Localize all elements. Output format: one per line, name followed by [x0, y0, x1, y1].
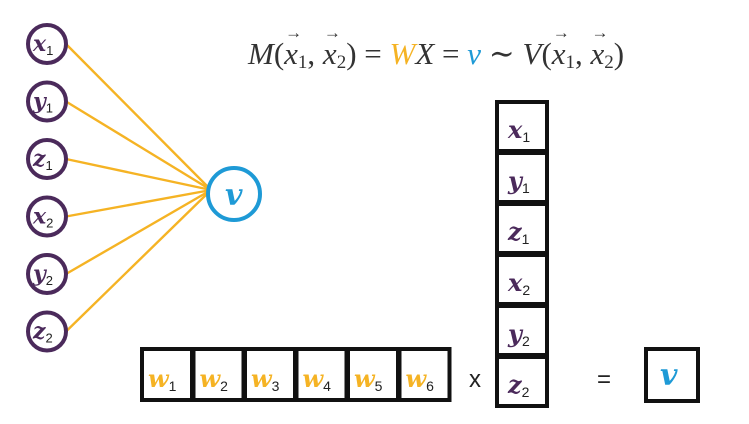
weight-cell: w3 — [243, 347, 297, 402]
result-box: v — [644, 347, 700, 403]
eq-x1b: x — [552, 23, 570, 72]
edge-line — [65, 188, 212, 276]
edge-line — [65, 100, 212, 192]
edge-line — [65, 189, 212, 333]
input-node: z2 — [26, 310, 68, 353]
input-node: y1 — [26, 80, 68, 123]
weight-cell: w4 — [294, 347, 349, 402]
input-nodes: x1 y1 z1 x2 y2 z2 — [26, 23, 68, 353]
vector-cell: z1 — [495, 202, 549, 255]
input-node: x1 — [26, 23, 68, 65]
output-node-label: v — [225, 178, 243, 213]
vector-cell: y1 — [495, 151, 549, 204]
eq-X: X — [415, 36, 435, 71]
input-node: y2 — [26, 253, 68, 295]
edge-line — [65, 43, 212, 191]
vector-cell: z2 — [495, 355, 549, 408]
multiply-symbol: x — [469, 366, 481, 393]
weight-cell: w1 — [140, 347, 194, 402]
eq-v: v — [467, 36, 482, 71]
vector-cell: x2 — [495, 253, 549, 306]
input-node: x2 — [26, 195, 68, 238]
weight-cell: w2 — [191, 347, 246, 402]
eq-x2b: x — [591, 23, 609, 72]
weight-cell: w5 — [346, 347, 400, 402]
edge-line — [65, 157, 212, 192]
eq-V: V — [522, 36, 542, 71]
equals-symbol: = — [597, 366, 611, 393]
result-label: v — [660, 358, 678, 393]
eq-M: M — [248, 36, 274, 71]
equation: M(x1, x2) = WX = v ∼ V(x1, x2) — [248, 23, 624, 74]
eq-W: W — [389, 36, 416, 71]
eq-x2: x — [323, 23, 341, 72]
vector-cell: x1 — [495, 100, 549, 153]
weight-cell: w6 — [397, 347, 452, 402]
output-node: v — [206, 166, 262, 222]
edge-line — [65, 188, 212, 218]
input-node: z1 — [26, 138, 68, 180]
vector-cell: y2 — [495, 304, 549, 357]
network-edges — [65, 43, 212, 333]
eq-x1: x — [284, 23, 302, 72]
